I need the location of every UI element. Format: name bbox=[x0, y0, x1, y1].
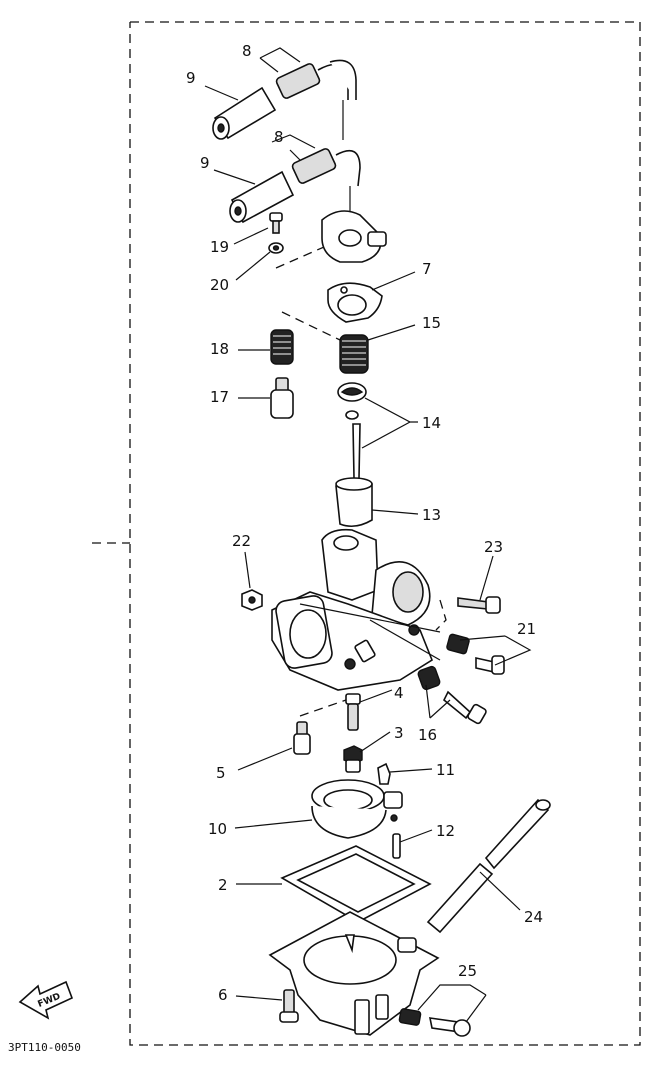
callout-3: 3 bbox=[394, 724, 404, 742]
part-16-screw-assembly bbox=[417, 665, 487, 725]
part-19-screw bbox=[269, 212, 283, 234]
part-2-bowl-gasket bbox=[280, 845, 432, 923]
callout-19: 19 bbox=[210, 238, 229, 256]
part-24-drain-hose bbox=[426, 798, 551, 934]
part-23-screw bbox=[457, 596, 501, 614]
part-14-needle-clip bbox=[337, 382, 367, 420]
callout-labels: 8 9 8 9 19 20 7 15 18 17 14 13 22 23 21 … bbox=[186, 42, 543, 1004]
callout-12: 12 bbox=[436, 822, 455, 840]
callout-22: 22 bbox=[232, 532, 251, 550]
callout-11: 11 bbox=[436, 761, 455, 779]
callout-20: 20 bbox=[210, 276, 229, 294]
part-9-lower-cable-boot bbox=[229, 170, 295, 224]
part-4-needle-jet bbox=[345, 693, 361, 731]
drawing-code: 3PT110-0050 bbox=[8, 1041, 81, 1054]
callout-5: 5 bbox=[216, 764, 226, 782]
part-6-bowl-screw bbox=[279, 989, 299, 1023]
leader-dashed-cap bbox=[275, 239, 341, 269]
float-bowl bbox=[268, 911, 440, 1036]
carburetor-body bbox=[271, 528, 441, 691]
part-15-throttle-spring bbox=[339, 334, 369, 374]
callout-23: 23 bbox=[484, 538, 503, 556]
callout-9-upper: 9 bbox=[186, 69, 196, 87]
leader-dashed-18 bbox=[281, 311, 341, 341]
part-25-drain-screw-assembly bbox=[398, 1008, 471, 1037]
part-8-upper-cable-fitting bbox=[275, 59, 357, 100]
callout-2: 2 bbox=[218, 876, 228, 894]
leader-dashed-21 bbox=[435, 599, 447, 631]
callout-21: 21 bbox=[517, 620, 536, 638]
callout-16: 16 bbox=[418, 726, 437, 744]
part-13-throttle-valve bbox=[335, 477, 373, 528]
callout-25: 25 bbox=[458, 962, 477, 980]
fwd-arrow-icon: FWD bbox=[18, 980, 74, 1020]
callout-4: 4 bbox=[394, 684, 404, 702]
leader-lines bbox=[204, 47, 532, 1023]
part-8-lower-cable-fitting bbox=[291, 148, 361, 187]
part-20-washer bbox=[268, 242, 284, 254]
callout-17: 17 bbox=[210, 388, 229, 406]
callout-13: 13 bbox=[422, 506, 441, 524]
part-7-cap-gasket bbox=[327, 282, 383, 323]
part-9-upper-cable-boot bbox=[212, 86, 277, 140]
part-18-small-spring bbox=[270, 329, 294, 365]
callout-6: 6 bbox=[218, 986, 228, 1004]
carburetor-top-cap bbox=[321, 210, 387, 263]
callout-10: 10 bbox=[208, 820, 227, 838]
callout-9-lower: 9 bbox=[200, 154, 210, 172]
part-21-screw-assembly bbox=[446, 633, 505, 675]
part-10-float bbox=[311, 779, 403, 839]
leader-dashed-4 bbox=[299, 699, 347, 717]
callout-8-upper: 8 bbox=[242, 42, 252, 60]
part-17-pilot-screw bbox=[270, 377, 294, 419]
callout-15: 15 bbox=[422, 314, 441, 332]
callout-24: 24 bbox=[524, 908, 543, 926]
assembly-boundary bbox=[129, 21, 641, 1046]
part-3-main-jet bbox=[343, 745, 363, 773]
callout-8-lower: 8 bbox=[274, 128, 284, 146]
callout-14: 14 bbox=[422, 414, 441, 432]
part-11-needle-valve bbox=[377, 762, 391, 785]
part-22-nut bbox=[241, 589, 263, 611]
callout-18: 18 bbox=[210, 340, 229, 358]
part-5-pilot-jet bbox=[293, 721, 311, 755]
part-12-float-pin bbox=[392, 833, 401, 859]
callout-7: 7 bbox=[422, 260, 432, 278]
